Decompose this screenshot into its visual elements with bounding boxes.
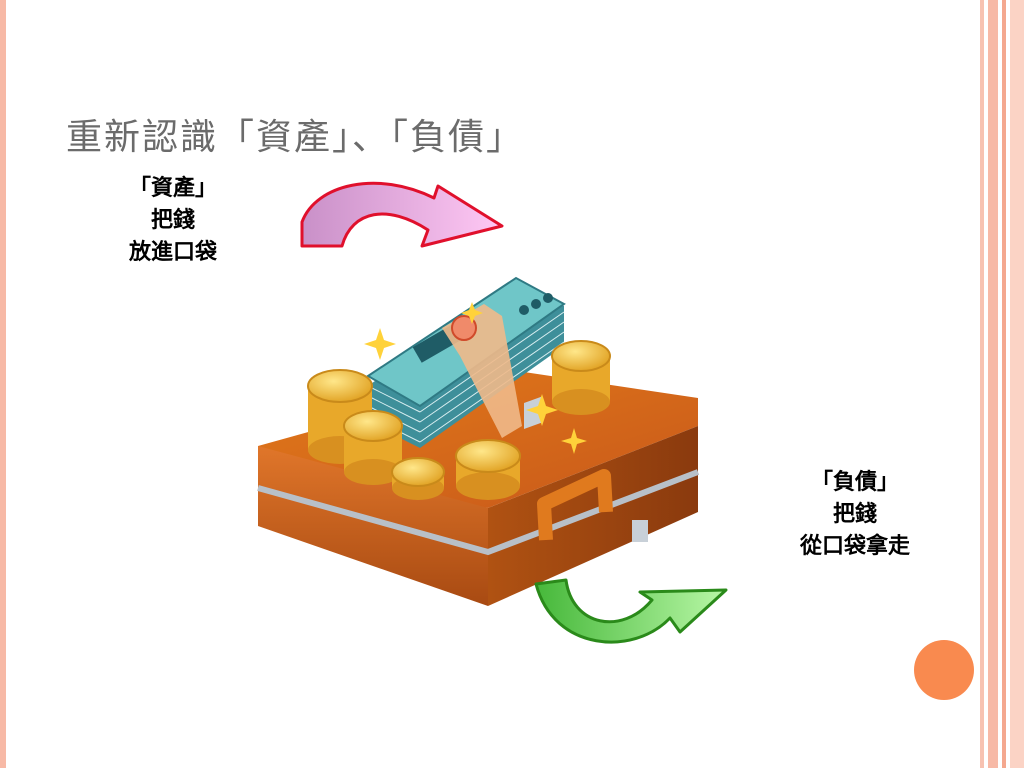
slide-frame-left xyxy=(0,0,6,768)
debt-caption-line: 把錢 xyxy=(832,501,877,527)
slide-title: 重新認識「資產」、「負債」 xyxy=(66,117,525,158)
slide-frame-right xyxy=(980,0,1024,768)
briefcase-money-icon xyxy=(257,276,700,606)
coin-stack xyxy=(343,410,403,485)
arrow-in-icon xyxy=(300,181,504,248)
debt-caption-line: 從口袋拿走 xyxy=(799,533,910,559)
debt-caption-line: 「負債」 xyxy=(810,469,899,495)
asset-caption: 「資產」 把錢 放進口袋 xyxy=(98,172,248,268)
coin-stack xyxy=(391,457,445,500)
arrow-out-icon xyxy=(534,578,728,644)
coin-stack xyxy=(455,439,521,500)
asset-caption-line: 放進口袋 xyxy=(128,239,217,265)
asset-caption-line: 「資產」 xyxy=(128,175,217,201)
accent-dot xyxy=(914,640,974,700)
asset-caption-line: 把錢 xyxy=(150,207,195,233)
coin-stack xyxy=(551,340,611,415)
debt-caption: 「負債」 把錢 從口袋拿走 xyxy=(760,466,950,562)
